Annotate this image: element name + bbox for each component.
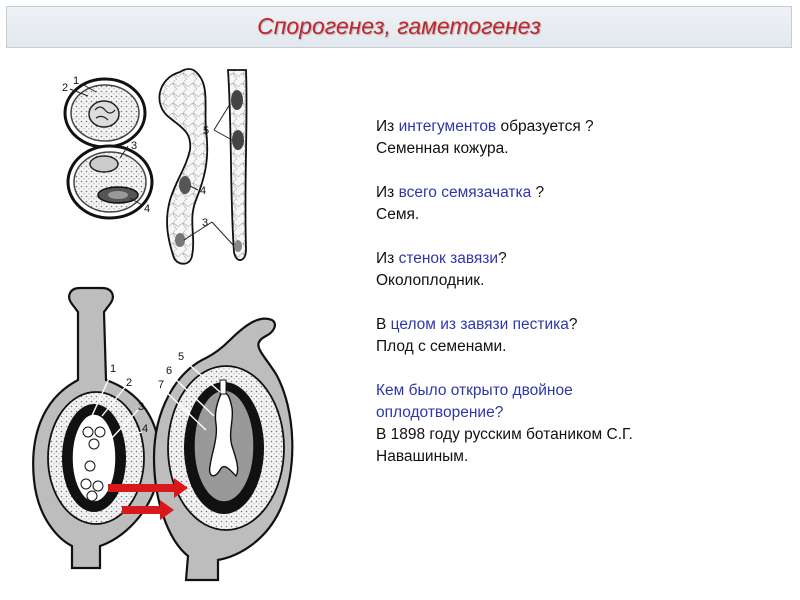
qa-panel: Из интегументов образуется ? Семенная ко… [376,116,776,490]
qa-block-ovule: Из всего семязачатка ? Семя. [376,182,776,226]
bl-label-4: 4 [142,423,148,435]
question-prefix: Из [376,250,399,267]
pollen-grain-2 [66,144,154,220]
br-label-6: 6 [166,365,172,377]
answer-line-2: Навашиным. [376,448,469,465]
question-suffix: образуется ? [496,118,594,135]
answer-line: Околоплодник. [376,272,485,289]
tr-label-4: 4 [200,185,206,197]
question-line: Из интегументов образуется ? [376,116,776,138]
pistil-right [152,317,294,582]
red-arrows [108,478,188,520]
question-line: Из стенок завязи? [376,248,776,270]
qa-block-integuments: Из интегументов образуется ? Семенная ко… [376,116,776,160]
question-suffix: ? [531,184,545,201]
tr-label-3: 3 [202,217,208,229]
question-line-1: Кем было открыто двойное [376,382,573,399]
bottom-left-leaders [89,371,143,441]
bl-label-2: 2 [126,377,132,389]
question-keyword: всего семязачатка [398,184,532,201]
question-keyword: целом из завязи пестика [390,316,569,333]
tl-label-3: 3 [131,140,137,152]
pistil-left [32,286,162,570]
bl-label-3: 3 [138,401,144,413]
bottom-right-leaders [161,359,221,431]
pollen-grain-1 [63,77,147,149]
answer-line: Семенная кожура. [376,140,509,157]
tr-label-5: 5 [203,125,209,137]
question-line: В целом из завязи пестика? [376,314,776,336]
qa-block-ovary-walls: Из стенок завязи? Околоплодник. [376,248,776,292]
question-line: Из всего семязачатка ? [376,182,776,204]
br-label-5: 5 [178,351,184,363]
question-suffix: ? [498,250,507,267]
question-prefix: Из [376,184,399,201]
pollen-tube-germinating [158,68,209,265]
answer-line: Плод с семенами. [376,338,507,355]
answer-line-1: В 1898 году русским ботаником С.Г. [376,426,633,443]
tl-label-2: 2 [62,82,68,94]
qa-block-double-fertilization: Кем было открыто двойное оплодотворение?… [376,380,776,468]
bl-label-1: 1 [110,363,116,375]
page-title: Спорогенез, гаметогенез [257,13,541,39]
br-label-7: 7 [158,379,164,391]
top-left-leaders [69,83,143,206]
top-right-leaders [183,103,235,247]
question-suffix: ? [568,316,578,333]
title-bar: Спорогенез, гаметогенез [6,6,792,48]
question-keyword: интегументов [398,118,497,135]
question-line-2: оплодотворение? [376,404,504,421]
tl-label-4: 4 [144,203,150,215]
pollen-tube [227,69,248,261]
question-prefix: Из [376,118,399,135]
question-keyword: стенок завязи [398,250,499,267]
tl-label-1: 1 [73,75,79,87]
qa-block-pistil: В целом из завязи пестика? Плод с семена… [376,314,776,358]
question-prefix: В [376,316,391,333]
answer-line: Семя. [376,206,420,223]
